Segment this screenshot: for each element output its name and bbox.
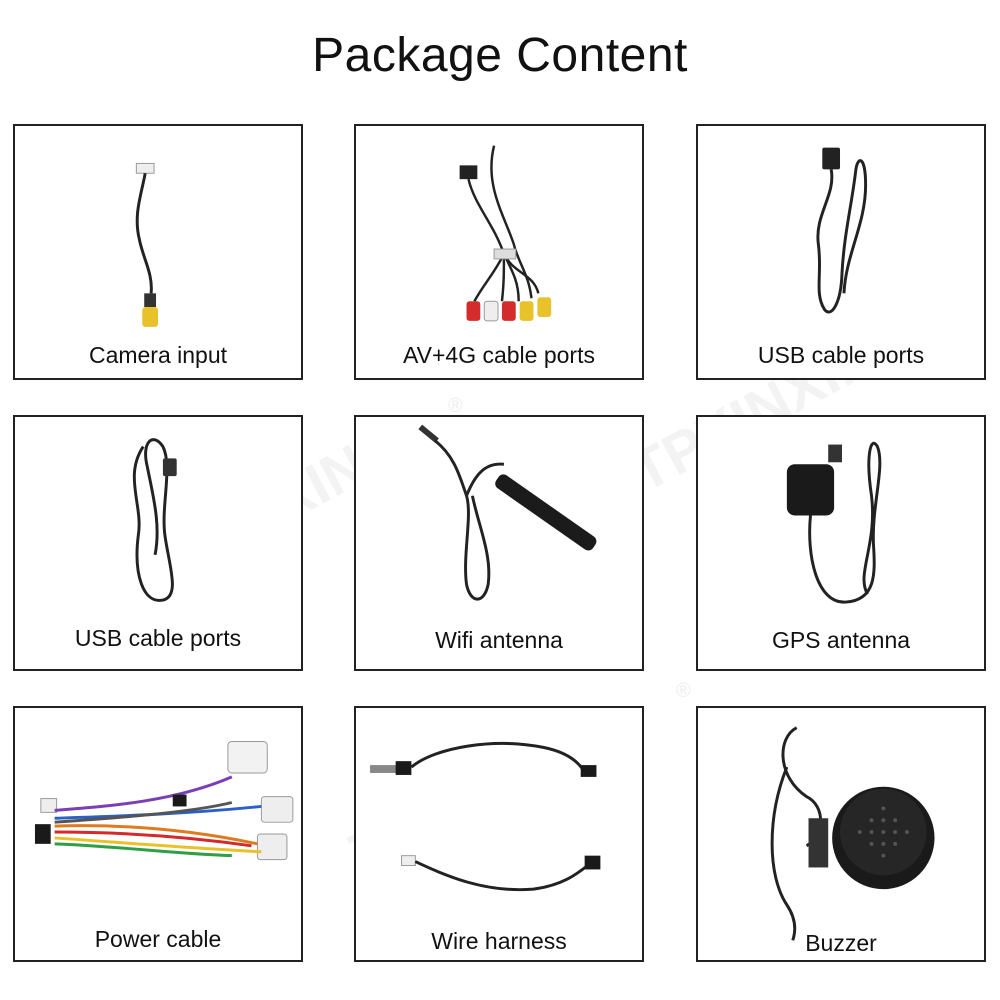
item-label: Wifi antenna	[435, 627, 563, 653]
item-label: Wire harness	[431, 928, 567, 954]
wire-harness-image	[370, 742, 601, 892]
power-cable-image	[34, 740, 294, 861]
item-label: USB cable ports	[757, 342, 925, 368]
item-card-camera-input: Camera input	[13, 124, 303, 380]
camera-input-image	[135, 162, 158, 327]
registered-mark: ®	[448, 395, 463, 417]
usb-cable-image	[816, 147, 868, 314]
item-card-power-cable: Power cable	[13, 706, 303, 962]
item-card-buzzer: Buzzer	[696, 706, 986, 962]
item-card-wifi-antenna: Wifi antenna	[354, 415, 644, 671]
usb-cable-image	[132, 438, 177, 602]
gps-antenna-image	[786, 441, 882, 604]
item-card-gps-antenna: GPS antenna	[696, 415, 986, 671]
page-title: Package Content	[312, 29, 688, 82]
item-card-usb-cable-ports: USB cable ports	[696, 124, 986, 380]
item-card-usb-cable-ports: USB cable ports	[13, 415, 303, 671]
wifi-antenna-image	[418, 424, 597, 601]
item-label: USB cable ports	[74, 625, 242, 651]
buzzer-image	[770, 726, 935, 941]
item-card-wire-harness: Wire harness	[354, 706, 644, 962]
av-cable-image	[459, 145, 552, 322]
package-content-grid: Camera input AV+4G cable ports USB cable…	[13, 124, 987, 966]
speaker-grille	[857, 806, 909, 858]
item-label: Power cable	[94, 926, 222, 952]
registered-mark: ®	[676, 680, 691, 702]
item-label: GPS antenna	[771, 627, 911, 653]
item-label: Camera input	[88, 342, 228, 368]
item-label: Buzzer	[805, 930, 877, 956]
item-label: AV+4G cable ports	[403, 342, 595, 368]
item-card-av-4g-cable-ports: AV+4G cable ports	[354, 124, 644, 380]
